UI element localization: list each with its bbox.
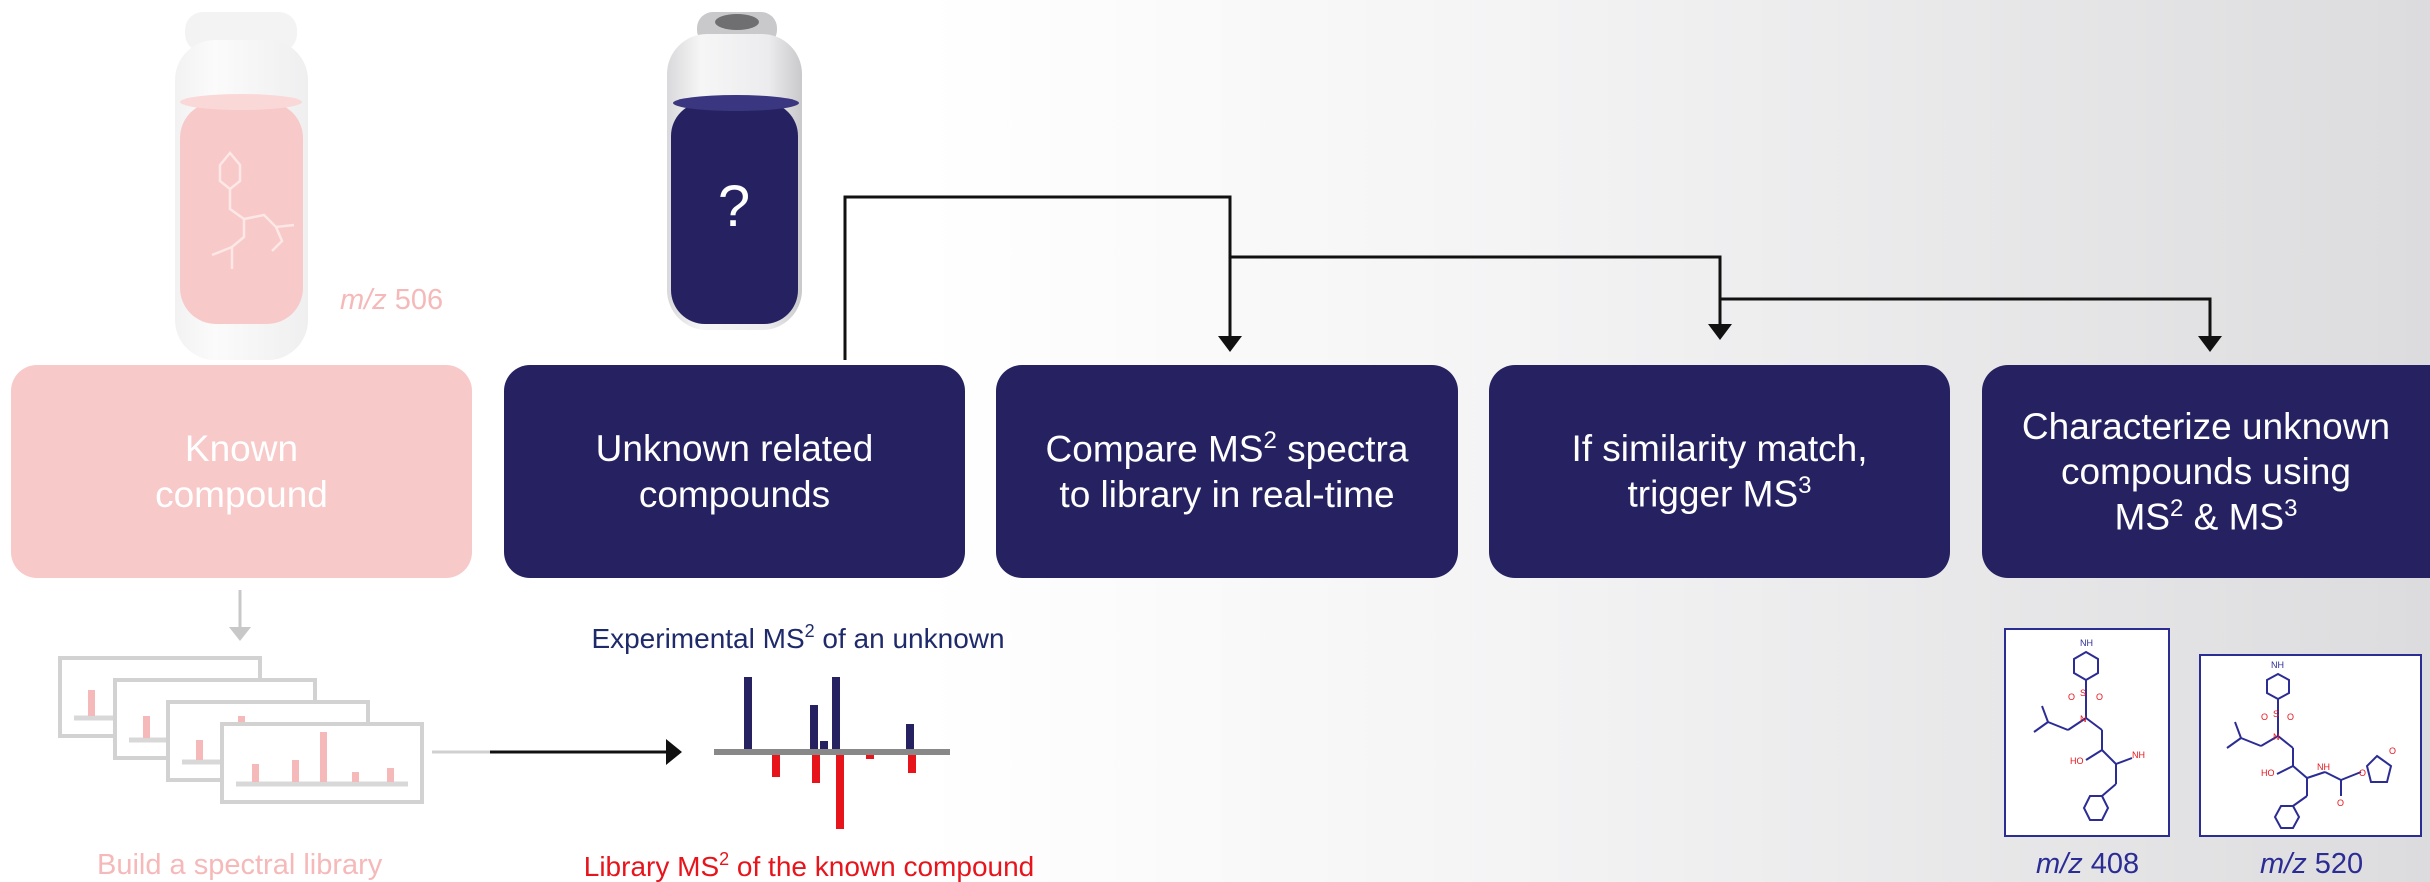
svg-text:O: O bbox=[2068, 692, 2075, 702]
svg-text:S: S bbox=[2080, 688, 2086, 698]
arrow-down-icon bbox=[1708, 324, 1732, 340]
known-compound-bottle bbox=[175, 12, 308, 360]
svg-text:NH: NH bbox=[2080, 638, 2093, 648]
step-trigger-ms3: If similarity match,trigger MS3 bbox=[1489, 365, 1950, 578]
library-peak bbox=[772, 755, 780, 777]
experimental-peak bbox=[832, 677, 840, 749]
library-peak bbox=[812, 755, 820, 783]
spectrum-card bbox=[220, 722, 424, 804]
structure-mz520-label: m/z 520 bbox=[2260, 848, 2364, 880]
experimental-peak bbox=[906, 724, 914, 749]
svg-text:O: O bbox=[2287, 712, 2294, 722]
svg-text:O: O bbox=[2359, 768, 2366, 778]
experimental-ms2-label: Experimental MS2 of an unknown bbox=[591, 621, 1004, 654]
library-peak bbox=[836, 755, 844, 829]
svg-text:N: N bbox=[2273, 732, 2280, 742]
spectral-library-cards bbox=[58, 656, 424, 804]
flow-connectors bbox=[843, 195, 2212, 360]
structure-mz408-label: m/z 408 bbox=[2036, 848, 2140, 880]
unknown-compound-bottle: ? bbox=[667, 12, 802, 330]
svg-text:O: O bbox=[2389, 746, 2396, 756]
library-ms2-label: Library MS2 of the known compound bbox=[584, 849, 1034, 882]
library-to-plot-arrow bbox=[432, 739, 682, 765]
svg-text:O: O bbox=[2096, 692, 2103, 702]
arrow-down-icon bbox=[1218, 336, 1242, 352]
experimental-peak bbox=[820, 741, 828, 749]
svg-text:NH: NH bbox=[2132, 750, 2145, 760]
arrow-down-icon bbox=[2198, 336, 2222, 352]
svg-text:NH: NH bbox=[2271, 660, 2284, 670]
svg-text:NH: NH bbox=[2317, 762, 2330, 772]
experimental-peak bbox=[810, 705, 818, 749]
svg-text:S: S bbox=[2273, 709, 2279, 719]
molecule-408-icon: SO O N HO NH NH bbox=[2033, 638, 2145, 821]
mirror-spectrum-plot bbox=[714, 677, 950, 829]
arrow-down-icon bbox=[229, 627, 251, 641]
down-arrow-gray bbox=[229, 590, 251, 641]
known-mz-label: m/z 506 bbox=[340, 284, 444, 316]
library-peak bbox=[908, 755, 916, 773]
svg-text:HO: HO bbox=[2261, 768, 2275, 778]
question-mark: ? bbox=[718, 174, 750, 239]
arrowheads bbox=[1218, 324, 2222, 352]
svg-text:O: O bbox=[2337, 798, 2344, 808]
faded-molecule-icon bbox=[211, 151, 295, 269]
svg-text:HO: HO bbox=[2070, 756, 2084, 766]
experimental-peak bbox=[744, 677, 752, 749]
arrow-right-icon bbox=[666, 739, 682, 765]
build-library-label: Build a spectral library bbox=[97, 849, 383, 881]
svg-text:O: O bbox=[2261, 712, 2268, 722]
svg-text:N: N bbox=[2080, 714, 2087, 724]
library-peak bbox=[866, 755, 874, 759]
